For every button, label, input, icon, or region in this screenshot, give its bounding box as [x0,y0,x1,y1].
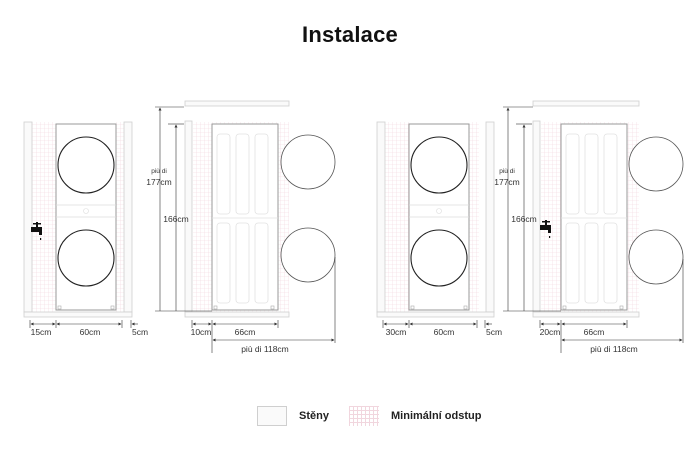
dim-left-gap: 15cm [31,327,52,337]
dim-machine-width: 60cm [80,327,101,337]
clearance-area-right [469,122,479,312]
front-view-1 [23,121,138,328]
dim-machine-height: 166cm [511,214,537,224]
dim-machine-depth: 66cm [235,327,256,337]
dim-back-gap: 10cm [191,327,212,337]
min-clearance-swatch [349,406,379,426]
dim-height-min-prefix: più di [499,168,515,175]
dim-right-gap: 5cm [486,327,502,337]
legend-walls: Stěny [257,406,329,426]
ceiling [184,100,290,107]
washer-drum [410,229,468,287]
dim-machine-height: 166cm [163,214,189,224]
legend-walls-label: Stěny [299,410,329,422]
floor [184,311,290,318]
door-swing-top [628,136,684,192]
dim-height-min: 177cm [494,177,520,187]
ceiling [532,100,640,107]
floor [532,311,640,318]
walls-swatch [257,406,287,426]
machine-side [211,123,279,311]
dryer-drum [57,136,115,194]
clearance-area-right [116,122,124,312]
wall-left [376,121,386,313]
machine-side [560,123,628,311]
washer-drum [57,229,115,287]
dim-machine-depth: 66cm [584,327,605,337]
dim-door-clearance: più di 118cm [241,344,289,354]
door-swing-bottom [628,229,684,285]
floor [23,311,133,318]
dim-back-gap: 20cm [540,327,561,337]
legend-min-clearance-label: Minimální odstup [391,410,482,422]
dim-height-min-prefix: più di [151,168,167,175]
dim-left-gap: 30cm [386,327,407,337]
dim-machine-width: 60cm [434,327,455,337]
side-view-1 [155,100,336,353]
dryer-drum [410,136,468,194]
clearance-area-left [385,122,409,312]
page-title: Instalace [302,22,398,47]
legend-min-clearance: Minimální odstup [349,406,481,426]
dim-right-gap: 5cm [132,327,148,337]
dim-door-clearance: più di 118cm [590,344,638,354]
clearance-area-left [32,122,56,312]
door-swing-bottom [280,227,336,283]
wall-left [23,121,33,313]
floor [376,311,495,318]
wall-right [123,121,133,313]
side-view-2 [503,100,684,353]
door-swing-top [280,134,336,190]
front-view-2 [376,121,495,328]
wall-right [485,121,495,313]
dim-height-min: 177cm [146,177,172,187]
